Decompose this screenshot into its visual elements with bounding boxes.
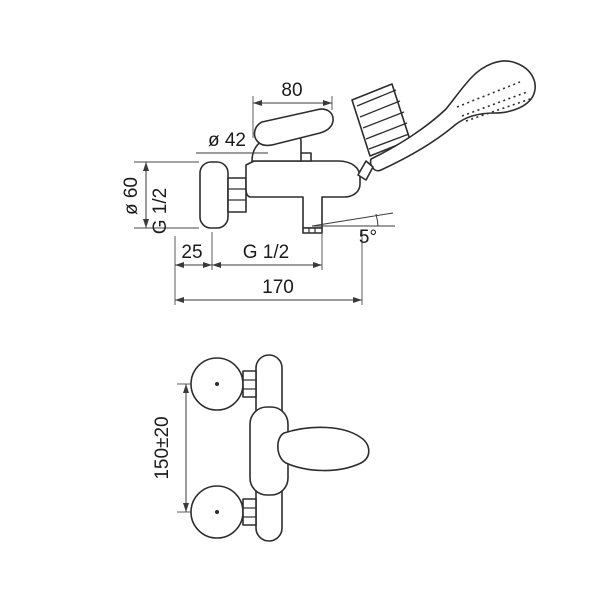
lever-handle-side xyxy=(253,108,334,147)
dim-d60-label: ø 60 xyxy=(121,177,142,215)
lever-handle-front xyxy=(277,426,370,472)
flange-center-mark xyxy=(215,510,219,514)
dim-inlet-thread: G 1/2 xyxy=(150,188,171,234)
front-view: 150±20 xyxy=(152,354,370,542)
dim-5deg-label: 5° xyxy=(359,227,377,248)
hand-shower xyxy=(357,60,536,181)
dim-150-label: 150±20 xyxy=(152,416,173,479)
dim-handle-width: 80 xyxy=(252,80,333,138)
hex-nut-top-front xyxy=(242,370,257,398)
dim-flange-diameter: ø 60 xyxy=(121,161,199,229)
dim-projection: 170 xyxy=(175,231,363,305)
hose-fitting xyxy=(357,160,374,181)
dim-outlet-thread: G 1/2 xyxy=(212,232,323,270)
dim-g12-inlet-label: G 1/2 xyxy=(150,188,171,234)
wall-flange-side xyxy=(199,161,229,229)
dim-80-label: 80 xyxy=(281,80,302,101)
flange-center-mark xyxy=(215,382,219,386)
hex-nut-side xyxy=(227,177,247,213)
spray-face-texture xyxy=(456,81,531,122)
side-view: 80 ø 42 ø 60 G 1/2 xyxy=(121,60,536,305)
mixer-body-side xyxy=(199,108,361,234)
holder-hatching xyxy=(356,89,410,150)
dim-wall-offset: 25 xyxy=(174,232,322,305)
hand-shower-outline xyxy=(369,60,536,172)
body-outline xyxy=(245,160,361,229)
dim-170-label: 170 xyxy=(262,277,294,298)
dimensions-side: 80 ø 42 ø 60 G 1/2 xyxy=(121,80,395,305)
outlet-aerator xyxy=(302,227,323,234)
dim-mounting-distance: 150±20 xyxy=(152,383,191,513)
dim-cartridge-diameter: ø 42 xyxy=(196,130,268,154)
shower-holder xyxy=(351,83,411,157)
dim-g12-outlet-label: G 1/2 xyxy=(243,242,289,263)
dim-25-label: 25 xyxy=(181,242,202,263)
hex-nut-bottom-front xyxy=(242,498,257,526)
dim-spout-angle: 5° xyxy=(311,212,395,248)
mixer-body-front xyxy=(190,354,370,542)
dim-d42-label: ø 42 xyxy=(208,130,246,151)
